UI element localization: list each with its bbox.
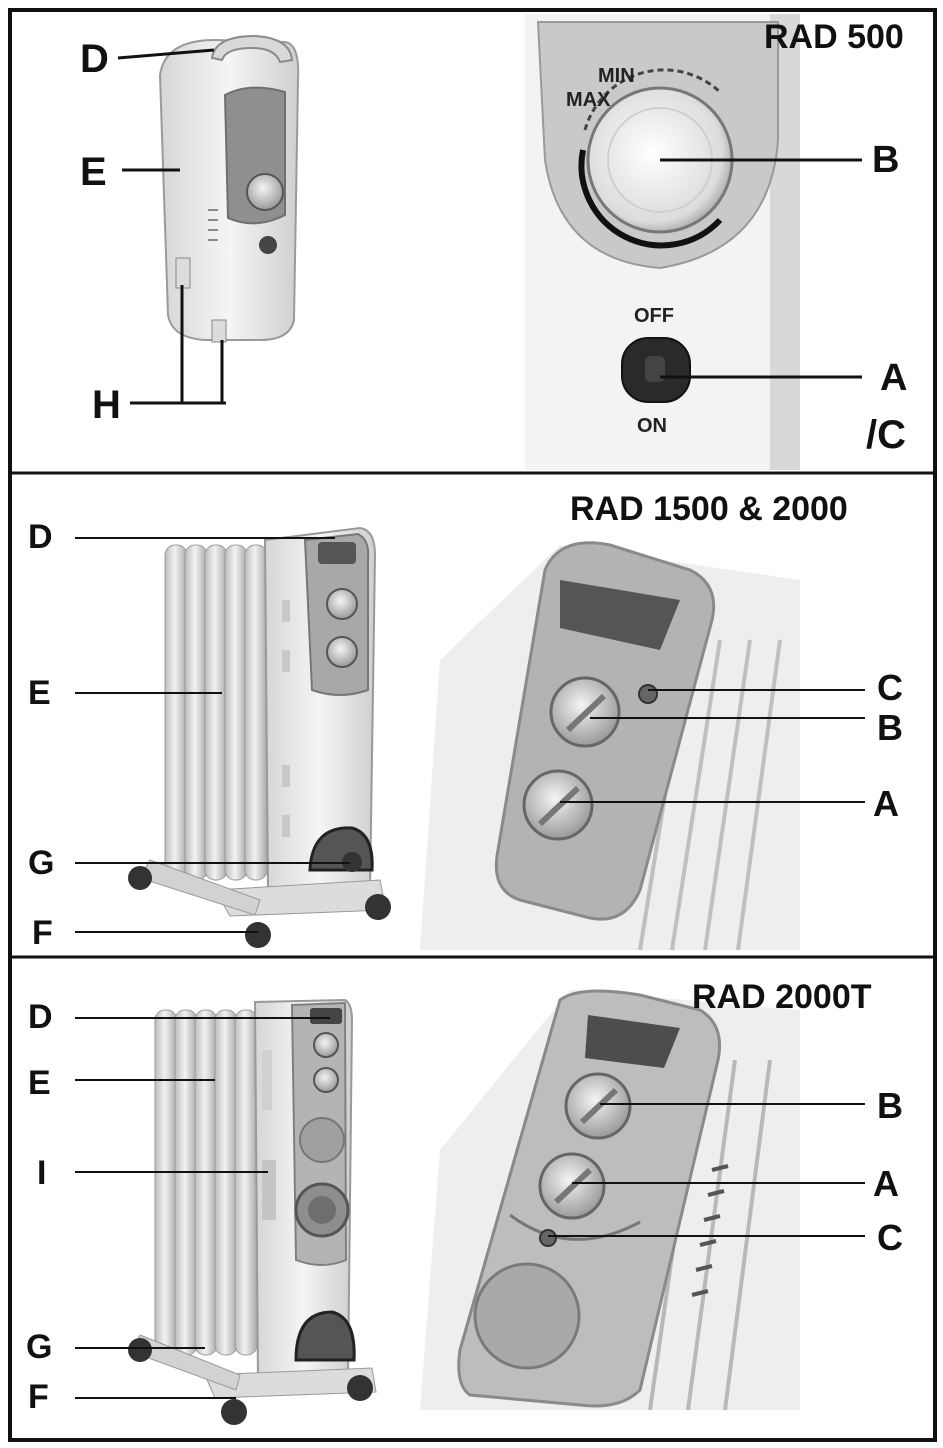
rad2000t-label-i: I bbox=[37, 1154, 46, 1192]
outer-frame bbox=[8, 8, 937, 1442]
rad2000t-label-a: A bbox=[873, 1163, 899, 1204]
rad2000t-castor-3 bbox=[347, 1375, 373, 1401]
rad1500-fins bbox=[164, 544, 268, 881]
rad2000t-castor-2 bbox=[221, 1399, 247, 1425]
rad1500-label-c: C bbox=[877, 667, 903, 708]
rad500-label-h: H bbox=[92, 383, 121, 427]
rad2000t-timer-closeup bbox=[473, 1262, 581, 1370]
rad1500-castor-1 bbox=[128, 866, 152, 890]
rad2000t-fins bbox=[154, 1009, 258, 1356]
rad2000t-small-knob-1 bbox=[313, 1032, 339, 1058]
rad2000t-label-d: D bbox=[28, 998, 53, 1036]
rad1500-pilot-light bbox=[638, 684, 658, 704]
rad2000t-small-knob-2 bbox=[313, 1067, 339, 1093]
rad2000t-label-b: B bbox=[877, 1085, 903, 1126]
rad2000t-label-g: G bbox=[26, 1328, 52, 1366]
rad1500-heater-illustration bbox=[128, 526, 391, 948]
rad2000t-side-vent bbox=[262, 1160, 276, 1220]
rad500-label-b: B bbox=[872, 139, 899, 181]
rad500-label-d: D bbox=[80, 37, 109, 81]
rad500-label-c: /C bbox=[866, 413, 906, 457]
panel-rad-2000t: D E I G F R bbox=[26, 978, 903, 1425]
rad1500-label-e: E bbox=[28, 674, 51, 712]
rad500-switch-off-label: OFF bbox=[634, 305, 674, 327]
panel-rad-1500-2000: D E G F RAD 1500 & 2000 C B A bbox=[28, 490, 903, 952]
rad500-title: RAD 500 bbox=[764, 18, 904, 56]
rad500-label-a: A bbox=[880, 357, 907, 399]
rad500-switch-on-label: ON bbox=[637, 415, 667, 437]
rad500-dial-min: MIN bbox=[598, 65, 635, 87]
panel-rad-500: D E H MIN MAX OFF ON RAD 500 B A /C bbox=[80, 14, 907, 470]
rad2000t-lower-panel bbox=[299, 1117, 345, 1163]
rad1500-small-knob-2 bbox=[326, 636, 358, 668]
rad500-label-e: E bbox=[80, 150, 107, 194]
rad2000t-pilot-light bbox=[539, 1229, 557, 1247]
rad500-dial-max: MAX bbox=[566, 89, 611, 111]
rad2000t-title: RAD 2000T bbox=[692, 978, 872, 1016]
rad1500-label-f: F bbox=[32, 914, 53, 952]
rad500-heater-illustration bbox=[158, 34, 300, 343]
rad500-small-thermostat-knob bbox=[246, 173, 284, 211]
rad500-carry-handle bbox=[210, 34, 294, 64]
rad1500-control-closeup bbox=[420, 541, 800, 951]
rad500-foot-left bbox=[175, 257, 191, 289]
rad1500-label-b: B bbox=[877, 707, 903, 748]
rad1500-label-d: D bbox=[28, 518, 53, 556]
rad500-foot-right bbox=[211, 319, 227, 343]
rad1500-castor-2 bbox=[245, 922, 271, 948]
rad2000t-label-c: C bbox=[877, 1217, 903, 1258]
rad2000t-castor-1 bbox=[128, 1338, 152, 1362]
rad500-small-switch bbox=[259, 236, 277, 254]
rad500-control-closeup: MIN MAX OFF ON bbox=[525, 14, 800, 470]
rad2000t-heater-illustration bbox=[128, 998, 377, 1425]
rad1500-label-a: A bbox=[873, 783, 899, 824]
rad1500-small-knob-1 bbox=[326, 588, 358, 620]
rad2000t-label-e: E bbox=[28, 1064, 51, 1102]
rad2000t-cord-storage bbox=[294, 1310, 356, 1362]
rad2000t-label-f: F bbox=[28, 1378, 49, 1416]
rad1500-title: RAD 1500 & 2000 bbox=[570, 490, 848, 528]
rad2000t-control-closeup bbox=[420, 989, 800, 1411]
rad1500-label-g: G bbox=[28, 844, 54, 882]
rad1500-castor-3 bbox=[365, 894, 391, 920]
